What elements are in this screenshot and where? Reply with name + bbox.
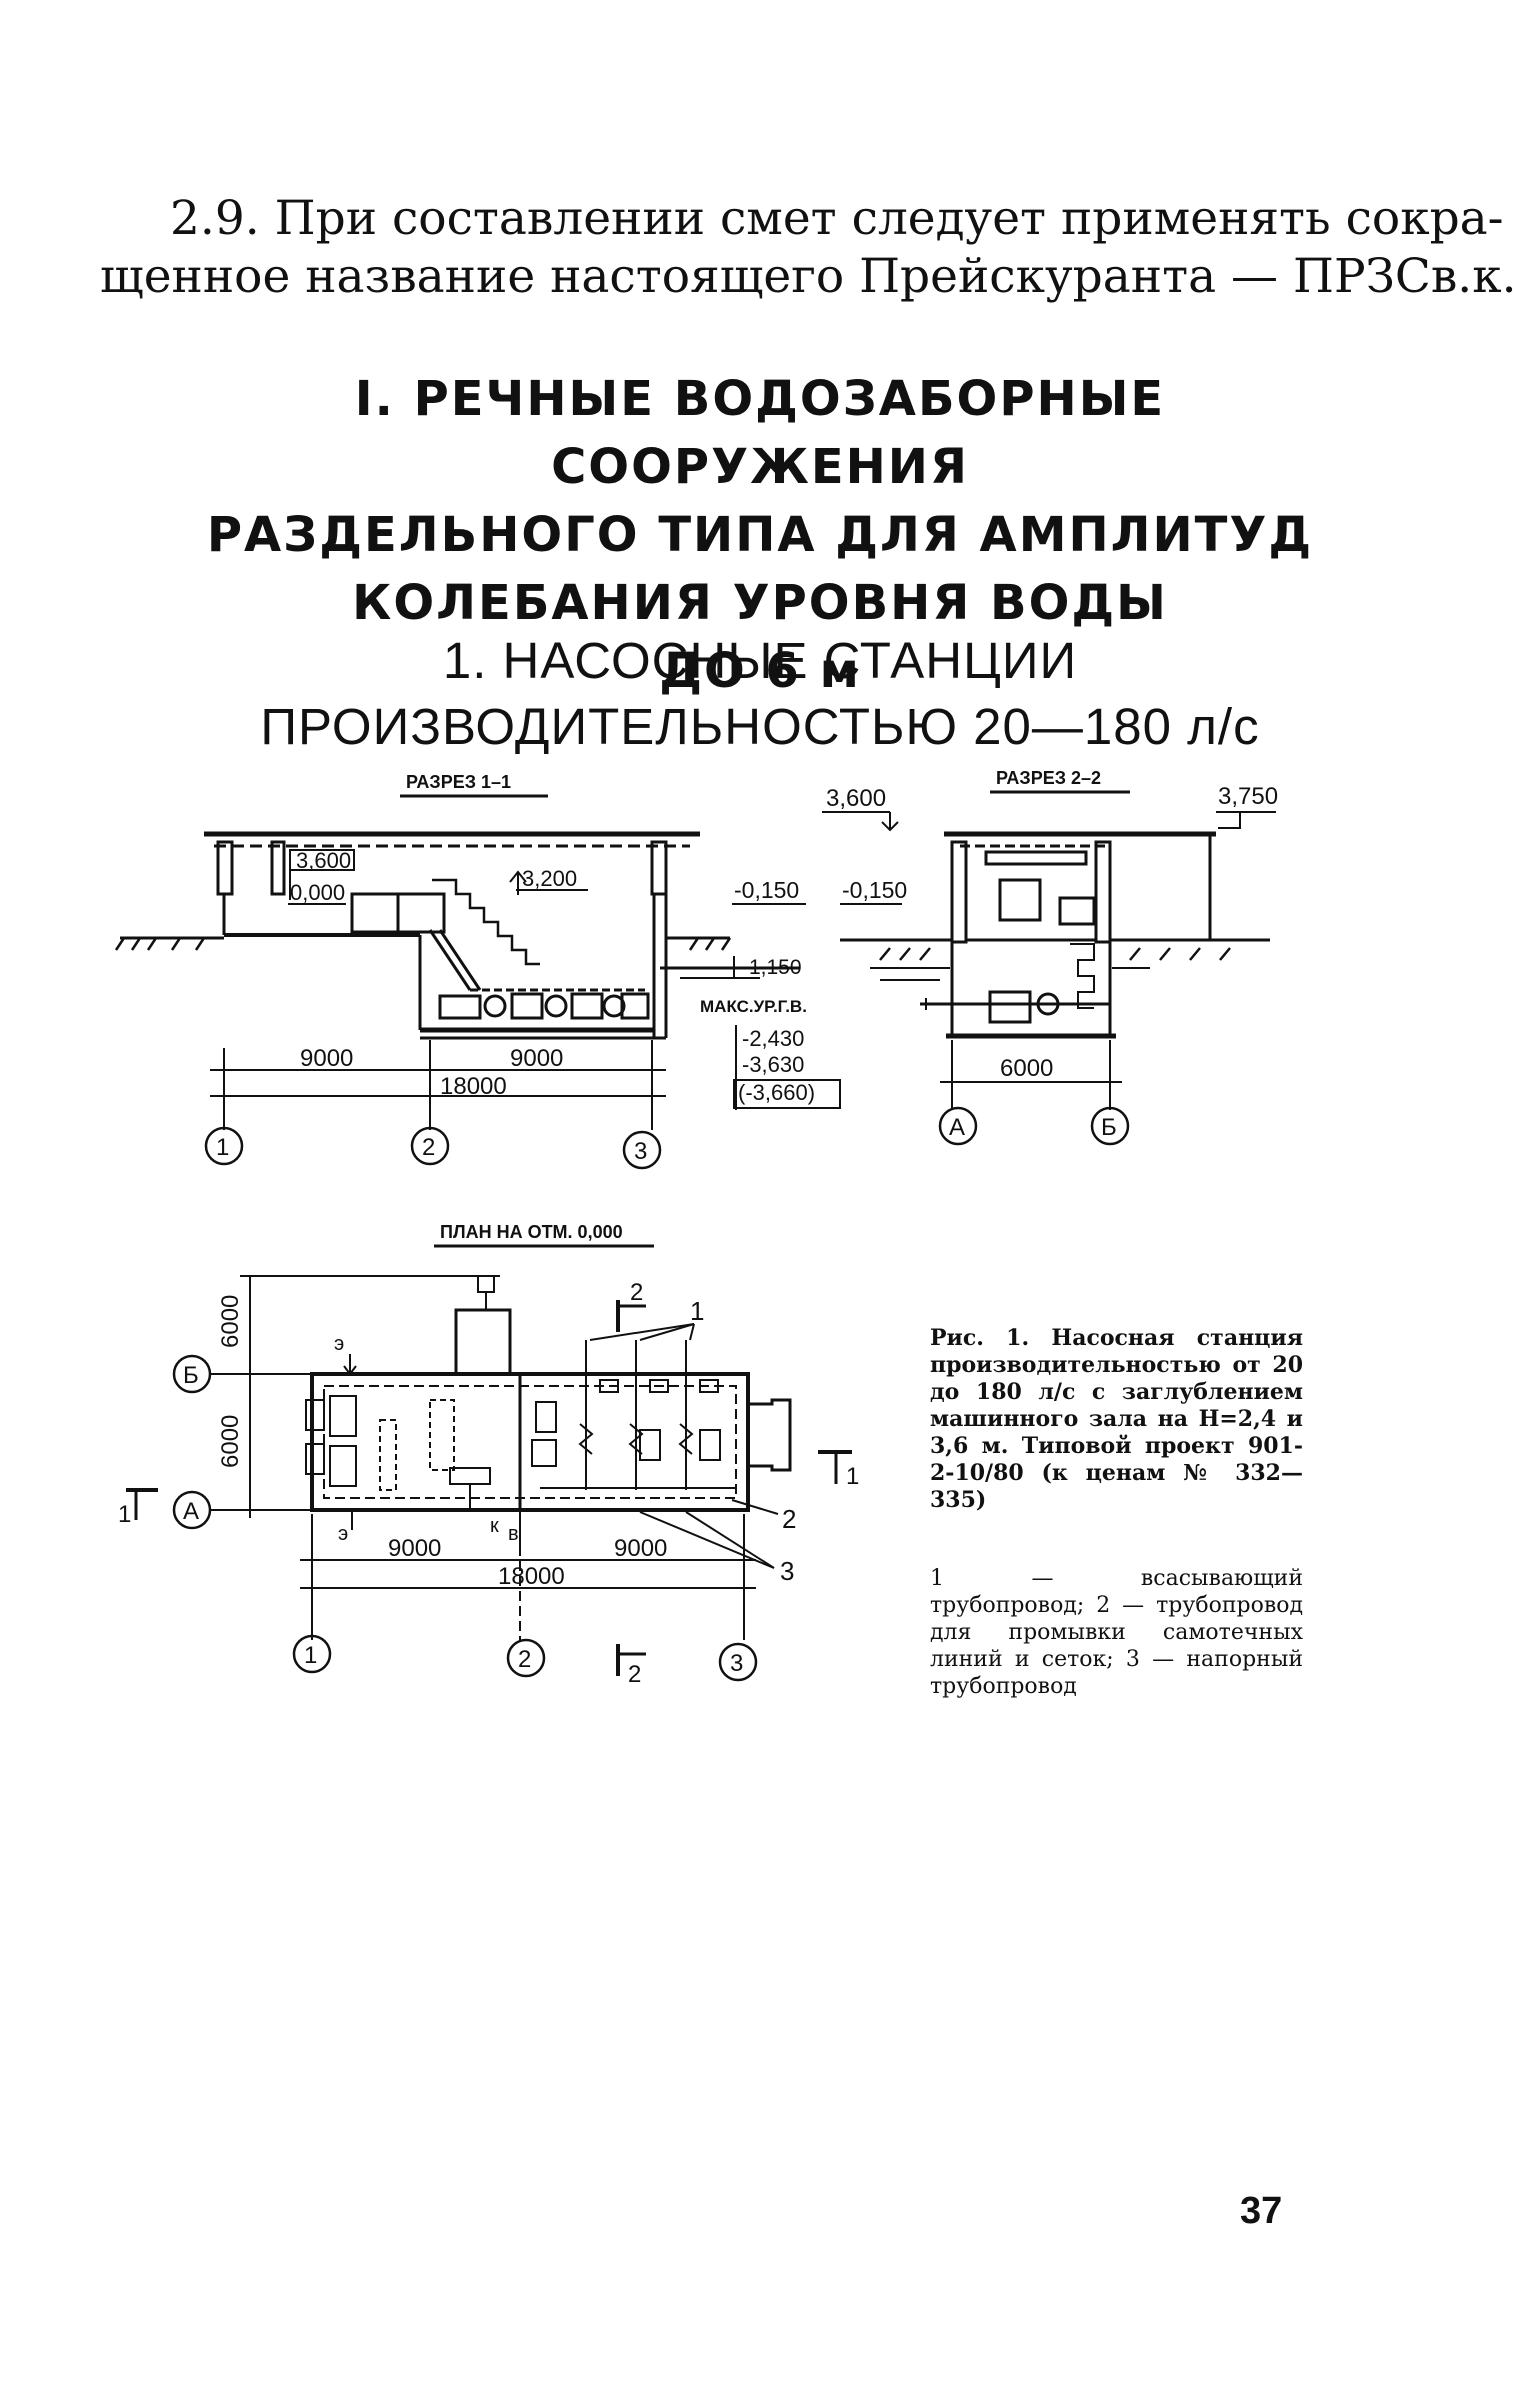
plan-drawing: ПЛАН НА ОТМ. 0,000 6000 6000 Б А 1 <box>118 1222 859 1688</box>
section-1-1-drawing: РАЗРЕЗ 1–1 <box>114 772 841 1170</box>
plan-title: ПЛАН НА ОТМ. 0,000 <box>440 1222 623 1242</box>
mark-max-water-level: МАКС.УР.Г.В. <box>700 997 807 1016</box>
dim-9000-left: 9000 <box>300 1045 353 1072</box>
subsection-heading-line-2: ПРОИЗВОДИТЕЛЬНОСТЬЮ 20—180 л/с <box>260 698 1260 755</box>
axis-b-section: Б <box>1101 1114 1117 1141</box>
mark-neg-1150: -1,150 <box>742 956 802 979</box>
section-heading-line-1: I. РЕЧНЫЕ ВОДОЗАБОРНЫЕ СООРУЖЕНИЯ <box>354 371 1166 495</box>
dim-9000-plan-left: 9000 <box>388 1535 441 1562</box>
axis-3-plan: 3 <box>730 1650 743 1677</box>
cut-mark-2-top: 2 <box>630 1279 643 1306</box>
paragraph-line-1: 2.9. При составлении смет следует примен… <box>170 191 1504 246</box>
dim-9000-right: 9000 <box>510 1045 563 1072</box>
cut-mark-1-right: 1 <box>846 1463 859 1490</box>
section-2-2-title: РАЗРЕЗ 2–2 <box>996 768 1101 788</box>
axis-1-plan: 1 <box>304 1642 317 1669</box>
section-1-1-title: РАЗРЕЗ 1–1 <box>406 772 511 792</box>
section-heading-line-3: КОЛЕБАНИЯ УРОВНЯ ВОДЫ <box>352 575 1168 631</box>
mark-3200: 3,200 <box>522 866 577 891</box>
callout-3: 3 <box>780 1556 794 1586</box>
dim-6000-plan-bottom: 6000 <box>217 1415 244 1468</box>
dim-9000-plan-right: 9000 <box>614 1535 667 1562</box>
cut-mark-2-bottom: 2 <box>628 1661 641 1688</box>
dim-6000-section2: 6000 <box>1000 1055 1053 1082</box>
pipe-letter-e-top: э <box>334 1333 344 1355</box>
mark-neg-3630: -3,630 <box>742 1052 804 1077</box>
callout-1: 1 <box>690 1296 704 1326</box>
axis-a-section: А <box>949 1114 965 1141</box>
axis-2-plan: 2 <box>518 1646 531 1673</box>
cut-mark-1-left: 1 <box>118 1501 131 1528</box>
pipe-letter-e-bottom: э <box>338 1523 348 1545</box>
axis-b-plan: Б <box>183 1362 199 1389</box>
mark-3750: 3,750 <box>1218 783 1278 810</box>
pipe-letter-k: к <box>490 1515 499 1537</box>
dim-6000-plan-top: 6000 <box>217 1295 244 1348</box>
axis-2-section: 2 <box>422 1134 435 1161</box>
section-heading-line-2: РАЗДЕЛЬНОГО ТИПА ДЛЯ АМПЛИТУД <box>206 507 1314 563</box>
mark-3600-a: 3,600 <box>296 848 351 873</box>
mark-neg-3660: (-3,660) <box>738 1080 815 1105</box>
section-2-2-drawing: РАЗРЕЗ 2–2 3,600 3,750 -0,150 <box>822 768 1278 1146</box>
mark-neg-0150-b: -0,150 <box>842 877 907 903</box>
figure-legend: 1 — всасывающий трубопровод; 2 — трубопр… <box>930 1566 1303 1699</box>
figure-caption: Рис. 1. Насосная станция производительно… <box>930 1325 1303 1513</box>
mark-3600-b: 3,600 <box>826 785 886 812</box>
pipe-letter-v: в <box>508 1523 519 1545</box>
mark-neg-2430: -2,430 <box>742 1026 804 1051</box>
dim-18000-plan: 18000 <box>498 1563 565 1590</box>
mark-0000: 0,000 <box>290 880 345 905</box>
mark-neg-0150: -0,150 <box>734 877 799 903</box>
axis-a-plan: А <box>183 1498 199 1525</box>
axis-1-section: 1 <box>216 1134 229 1161</box>
section-heading: I. РЕЧНЫЕ ВОДОЗАБОРНЫЕ СООРУЖЕНИЯ РАЗДЕЛ… <box>150 365 1370 705</box>
callout-2: 2 <box>782 1504 796 1534</box>
axis-3-section: 3 <box>634 1138 647 1165</box>
subsection-heading-line-1: 1. НАСОСНЫЕ СТАНЦИИ <box>442 632 1078 689</box>
section-heading-line-4: ДО 6 м <box>659 643 861 699</box>
paragraph-line-2: щенное название настоящего Прейскуранта … <box>100 249 1516 304</box>
page-number: 37 <box>1240 2190 1283 2232</box>
paragraph-2-9: 2.9. При составлении смет следует примен… <box>100 190 1516 306</box>
dim-18000: 18000 <box>440 1073 507 1100</box>
subsection-heading: 1. НАСОСНЫЕ СТАНЦИИ ПРОИЗВОДИТЕЛЬНОСТЬЮ … <box>150 628 1370 760</box>
